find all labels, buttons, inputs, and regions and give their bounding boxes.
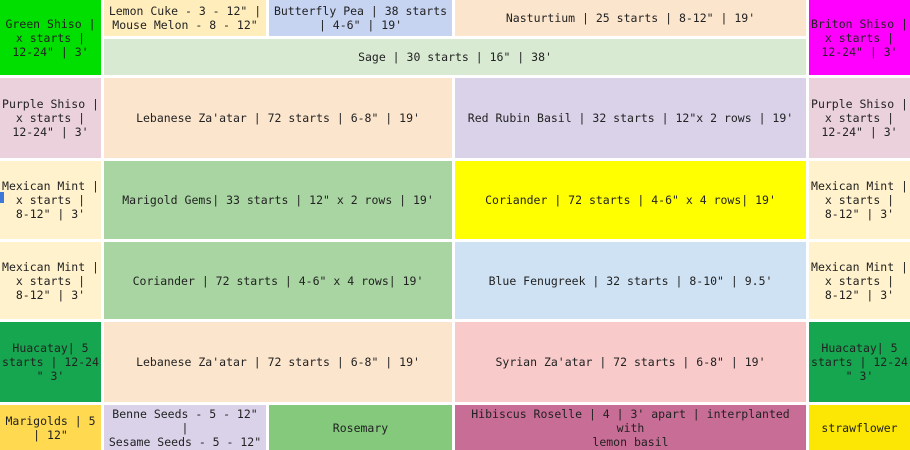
cell-mexican-mint-right-lower[interactable]: Mexican Mint | x starts | 8-12" | 3' (809, 242, 910, 319)
cell-red-rubin-basil[interactable]: Red Rubin Basil | 32 starts | 12"x 2 row… (455, 78, 806, 158)
cell-mexican-mint-right-upper[interactable]: Mexican Mint | x starts | 8-12" | 3' (809, 161, 910, 239)
blue-selection-marker (0, 192, 4, 203)
cell-huacatay-right[interactable]: Huacatay| 5 starts | 12-24 " 3' (809, 322, 910, 402)
cell-blue-fenugreek[interactable]: Blue Fenugreek | 32 starts | 8-10" | 9.5… (455, 242, 806, 319)
cell-hibiscus-roselle[interactable]: Hibiscus Roselle | 4 | 3' apart | interp… (455, 405, 806, 450)
cell-mexican-mint-left-lower[interactable]: Mexican Mint | x starts | 8-12" | 3' (0, 242, 101, 319)
cell-mexican-mint-left-upper[interactable]: Mexican Mint | x starts | 8-12" | 3' (0, 161, 101, 239)
cell-purple-shiso-right[interactable]: Purple Shiso | x starts | 12-24" | 3' (809, 78, 910, 158)
cell-syrian-zaatar[interactable]: Syrian Za'atar | 72 starts | 6-8" | 19' (455, 322, 806, 402)
cell-butterfly-pea[interactable]: Butterfly Pea | 38 starts | 4-6" | 19' (269, 0, 452, 36)
cell-lemon-cuke-mouse-melon[interactable]: Lemon Cuke - 3 - 12" | Mouse Melon - 8 -… (104, 0, 266, 36)
cell-purple-shiso-left[interactable]: Purple Shiso | x starts | 12-24" | 3' (0, 78, 101, 158)
cell-coriander-yellow[interactable]: Coriander | 72 starts | 4-6" x 4 rows| 1… (455, 161, 806, 239)
cell-briton-shiso[interactable]: Briton Shiso | x starts | 12-24" | 3' (809, 0, 910, 75)
cell-huacatay-left[interactable]: Huacatay| 5 starts | 12-24 " 3' (0, 322, 101, 402)
cell-lebanese-zaatar-upper[interactable]: Lebanese Za'atar | 72 starts | 6-8" | 19… (104, 78, 452, 158)
cell-nasturtium[interactable]: Nasturtium | 25 starts | 8-12" | 19' (455, 0, 806, 36)
cell-lebanese-zaatar-lower[interactable]: Lebanese Za'atar | 72 starts | 6-8" | 19… (104, 322, 452, 402)
cell-coriander-green[interactable]: Coriander | 72 starts | 4-6" x 4 rows| 1… (104, 242, 452, 319)
cell-green-shiso[interactable]: Green Shiso | x starts | 12-24" | 3' (0, 0, 101, 75)
cell-rosemary[interactable]: Rosemary (269, 405, 452, 450)
cell-benne-sesame-seeds[interactable]: Benne Seeds - 5 - 12" | Sesame Seeds - 5… (104, 405, 266, 450)
cell-strawflower[interactable]: strawflower (809, 405, 910, 450)
cell-sage[interactable]: Sage | 30 starts | 16" | 38' (104, 39, 806, 75)
cell-marigolds[interactable]: Marigolds | 5 | 12" (0, 405, 101, 450)
cell-marigold-gems[interactable]: Marigold Gems| 33 starts | 12" x 2 rows … (104, 161, 452, 239)
